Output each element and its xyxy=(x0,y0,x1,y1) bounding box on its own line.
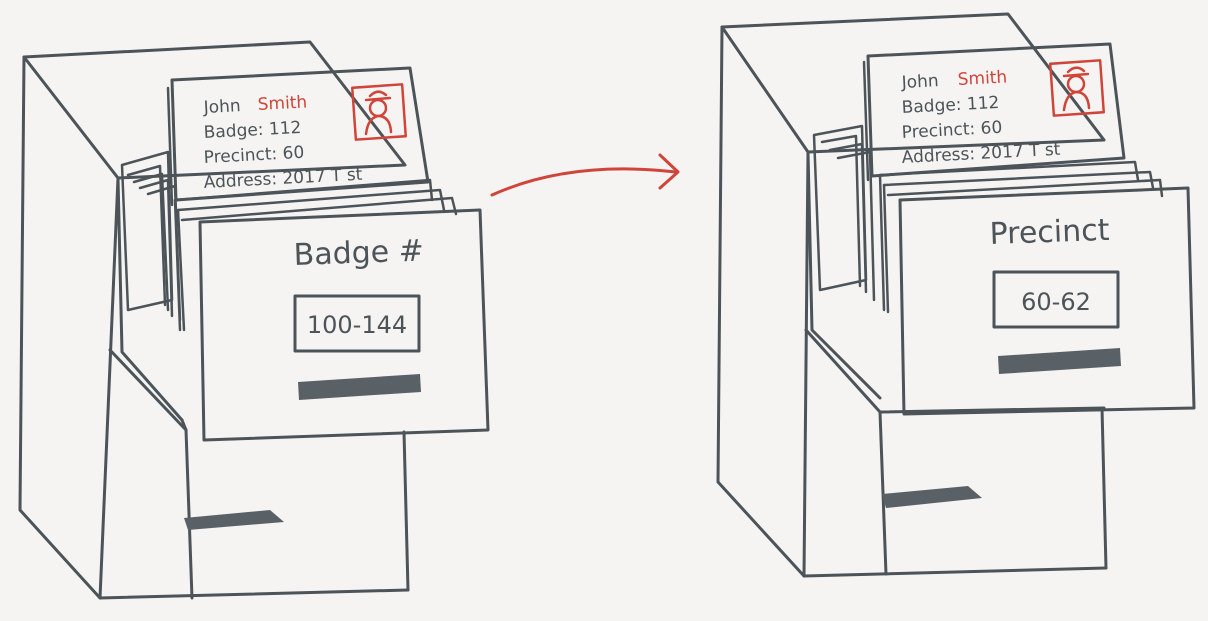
card-name-first: John xyxy=(900,71,939,93)
right-drawer-heading: Precinct xyxy=(989,213,1110,252)
left-cabinet xyxy=(18,40,410,600)
person-photo-icon xyxy=(350,83,408,141)
left-bottom-drawer-handle xyxy=(184,510,284,530)
right-drawer-front: Precinct 60-62 xyxy=(898,186,1196,416)
card-badge-line: Badge: 112 xyxy=(203,118,302,143)
curved-right-arrow-icon xyxy=(490,153,680,197)
left-drawer-front: Badge # 100-144 xyxy=(198,208,490,442)
left-drawer-label-frame xyxy=(293,294,421,353)
card-name-last: Smith xyxy=(957,67,1007,90)
card-precinct-line: Precinct: 60 xyxy=(203,143,305,168)
right-index-card: John Smith Badge: 112 Precinct: 60 Addre… xyxy=(862,42,1126,182)
left-drawer-heading: Badge # xyxy=(293,233,424,273)
left-index-card: John Smith Badge: 112 Precinct: 60 Addre… xyxy=(166,66,430,207)
right-drawer-handle xyxy=(998,348,1121,374)
card-badge-line: Badge: 112 xyxy=(901,93,1000,118)
right-drawer-label: 60-62 xyxy=(1021,288,1091,316)
card-precinct-line: Precinct: 60 xyxy=(901,118,1003,143)
card-name-last: Smith xyxy=(257,92,307,115)
left-drawer-handle xyxy=(298,374,421,400)
right-drawer-label-frame xyxy=(992,270,1120,329)
right-bottom-drawer-handle xyxy=(882,486,982,508)
right-cabinet xyxy=(716,12,1108,578)
person-photo-icon xyxy=(1048,59,1106,117)
left-drawer-label: 100-144 xyxy=(307,311,407,339)
card-name-first: John xyxy=(202,96,241,118)
